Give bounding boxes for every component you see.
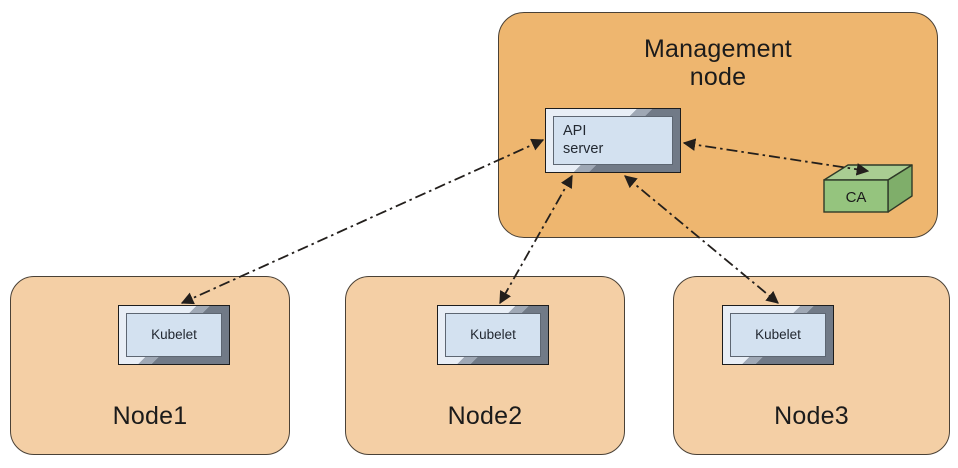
- kubelet-label-node2: Kubelet: [470, 327, 516, 343]
- node-label-node3: Node3: [774, 402, 849, 430]
- kubelet-label-node3: Kubelet: [755, 327, 801, 343]
- kubelet-box-node3[interactable]: Kubelet: [722, 305, 834, 365]
- node-label-node1: Node1: [112, 402, 188, 430]
- api-server-face: API server: [553, 116, 673, 165]
- api-server-label: API server: [563, 123, 604, 157]
- node-zone-node1: Node1: [10, 276, 290, 455]
- node-zone-node2: Node2: [345, 276, 625, 455]
- node-label-node2: Node2: [447, 402, 523, 430]
- kubelet-label-node1: Kubelet: [151, 327, 197, 343]
- management-node-label: Management node: [644, 35, 792, 91]
- kubelet-face-node3: Kubelet: [730, 313, 826, 357]
- kubelet-box-node1[interactable]: Kubelet: [118, 305, 230, 365]
- kubelet-face-node1: Kubelet: [126, 313, 222, 357]
- kubelet-face-node2: Kubelet: [445, 313, 541, 357]
- kubelet-box-node2[interactable]: Kubelet: [437, 305, 549, 365]
- api-server-box[interactable]: API server: [545, 108, 681, 173]
- node-zone-node3: Node3: [673, 276, 950, 455]
